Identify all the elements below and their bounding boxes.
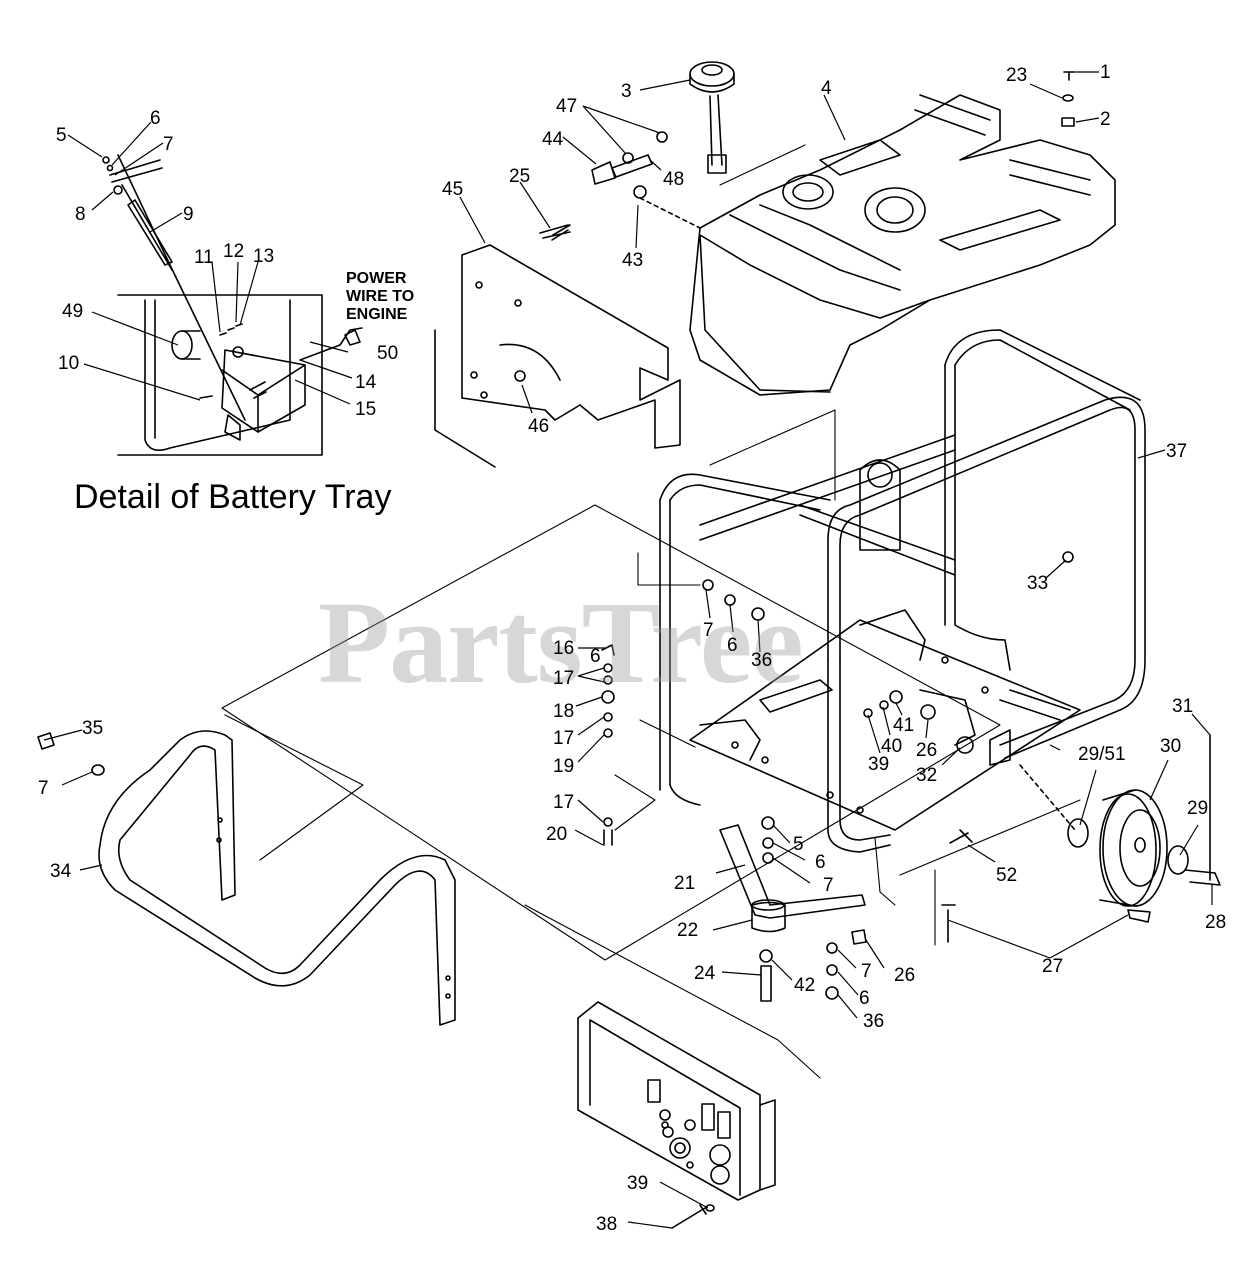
note-line: WIRE TO bbox=[346, 288, 415, 305]
callout-label: 29/51 bbox=[1078, 744, 1126, 765]
callout-label: 7 bbox=[38, 778, 49, 799]
leg-bracket bbox=[719, 824, 866, 1002]
callout-label: 35 bbox=[82, 718, 104, 739]
callout-label: 26 bbox=[894, 965, 916, 986]
callout-label: 6 bbox=[859, 988, 870, 1009]
battery-tray-detail-title: Detail of Battery Tray bbox=[74, 478, 392, 516]
assembly-lines bbox=[221, 144, 1081, 1079]
callout-label: 46 bbox=[528, 416, 550, 437]
callout-label: 52 bbox=[996, 865, 1018, 886]
callout-label: 15 bbox=[355, 399, 377, 420]
callout-label: 16 bbox=[553, 638, 575, 659]
callout-label: 48 bbox=[663, 169, 685, 190]
callout-label: 8 bbox=[75, 204, 86, 225]
callout-label: 9 bbox=[183, 204, 194, 225]
wheel-assembly bbox=[1019, 734, 1221, 907]
leader-lines bbox=[43, 71, 1213, 1229]
callout-label: 39 bbox=[627, 1173, 649, 1194]
callout-label: 28 bbox=[1205, 912, 1227, 933]
callout-label: 32 bbox=[916, 765, 938, 786]
callout-label: 7 bbox=[703, 620, 714, 641]
battery-tray-detail bbox=[102, 154, 363, 456]
callout-label: 11 bbox=[194, 247, 214, 268]
callout-label: 40 bbox=[881, 736, 903, 757]
callout-label: 18 bbox=[553, 701, 575, 722]
callout-label: 5 bbox=[56, 125, 67, 146]
callout-label: 10 bbox=[58, 353, 80, 374]
callout-label: 42 bbox=[794, 975, 816, 996]
fuel-tank bbox=[689, 94, 1116, 396]
callout-label: 24 bbox=[694, 963, 716, 984]
callout-label: 33 bbox=[1027, 573, 1049, 594]
callout-label: 14 bbox=[355, 372, 377, 393]
callout-label: 21 bbox=[674, 873, 696, 894]
callout-label: 47 bbox=[556, 96, 578, 117]
callout-label: 4 bbox=[821, 78, 832, 99]
callout-label: 17 bbox=[553, 668, 575, 689]
callout-label: 7 bbox=[823, 875, 834, 896]
handle bbox=[37, 730, 456, 1026]
callout-label: 7 bbox=[163, 134, 174, 155]
callout-label: 23 bbox=[1006, 65, 1028, 86]
side-panel bbox=[434, 224, 681, 468]
callout-label: 26 bbox=[916, 740, 938, 761]
callout-label: 17 bbox=[553, 728, 575, 749]
note-line: POWER bbox=[346, 270, 407, 287]
callout-label: 6 bbox=[150, 108, 161, 129]
callout-label: 6 bbox=[590, 646, 601, 667]
callout-label: 36 bbox=[863, 1011, 885, 1032]
callout-label: 36 bbox=[751, 650, 773, 671]
control-panel bbox=[577, 1001, 776, 1201]
callout-label: 38 bbox=[596, 1214, 618, 1235]
callout-label: 29 bbox=[1187, 798, 1209, 819]
fuel-gauge bbox=[689, 61, 735, 174]
watermark: PartsTree bbox=[318, 577, 804, 708]
power-wire-note: POWER WIRE TO ENGINE bbox=[346, 270, 414, 324]
callout-label: 43 bbox=[622, 250, 644, 271]
callout-label: 49 bbox=[62, 301, 84, 322]
tube-frame bbox=[659, 329, 1146, 853]
callout-label: 50 bbox=[377, 343, 399, 364]
base-tray bbox=[689, 609, 1081, 831]
callout-label: 37 bbox=[1166, 441, 1188, 462]
callout-label: 12 bbox=[223, 241, 245, 262]
callout-label: 7 bbox=[861, 961, 872, 982]
callout-label: 27 bbox=[1042, 956, 1064, 977]
callout-label: 3 bbox=[621, 81, 632, 102]
fuel-fitting bbox=[591, 131, 701, 229]
callout-label: 34 bbox=[50, 861, 72, 882]
callout-label: 19 bbox=[553, 756, 575, 777]
callout-label: 22 bbox=[677, 920, 699, 941]
callout-label: 39 bbox=[868, 754, 890, 775]
callout-label: 1 bbox=[1100, 62, 1111, 83]
callout-label: 6 bbox=[815, 852, 826, 873]
callout-label: 30 bbox=[1160, 736, 1182, 757]
callout-label: 20 bbox=[546, 824, 568, 845]
callout-label: 31 bbox=[1172, 696, 1194, 717]
callout-label: 6 bbox=[727, 635, 738, 656]
callout-label: 17 bbox=[553, 792, 575, 813]
callout-label: 13 bbox=[253, 246, 275, 267]
callout-label: 44 bbox=[542, 129, 564, 150]
callout-label: 25 bbox=[509, 166, 531, 187]
note-line: ENGINE bbox=[346, 306, 408, 323]
callout-label: 5 bbox=[793, 834, 804, 855]
callout-label: 2 bbox=[1100, 109, 1111, 130]
callout-label: 45 bbox=[442, 179, 464, 200]
callout-label: 41 bbox=[893, 715, 915, 736]
